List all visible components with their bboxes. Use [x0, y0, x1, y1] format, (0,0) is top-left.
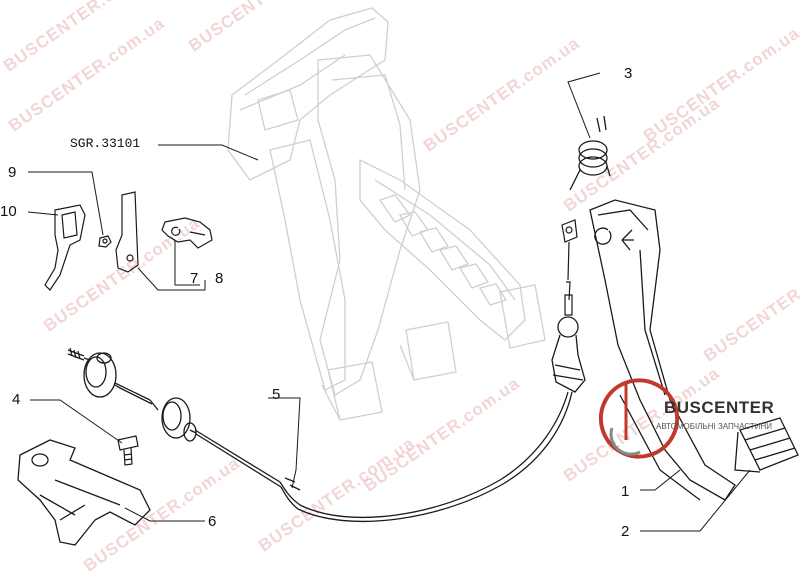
callout-3: 3 — [624, 65, 633, 82]
logo-wordmark: BUSCENTER — [664, 398, 775, 417]
retaining-clip — [44, 204, 86, 291]
callout-2: 2 — [621, 523, 630, 540]
switch-clip — [161, 217, 213, 249]
callout-5: 5 — [272, 386, 281, 403]
callout-7: 7 — [190, 270, 199, 287]
clutch-pedal — [589, 199, 799, 501]
callout-10: 10 — [0, 203, 17, 220]
callout-9: 9 — [8, 164, 17, 181]
pushrod — [561, 219, 578, 316]
bolt — [117, 435, 139, 466]
callout-6: 6 — [208, 513, 217, 530]
reference-label: SGR.33101 — [70, 136, 141, 151]
pedal-box-ghost — [227, 7, 546, 421]
callout-8: 8 — [215, 270, 224, 287]
callout-1: 1 — [621, 483, 630, 500]
buscenter-logo-mark — [598, 378, 680, 459]
cable-bracket — [17, 439, 151, 546]
mounting-plate — [115, 191, 139, 273]
nut — [98, 235, 112, 248]
return-spring — [569, 115, 611, 191]
callout-4: 4 — [12, 391, 21, 408]
logo-tagline: АВТОМОБІЛЬНІ ЗАПЧАСТИНИ — [656, 422, 772, 431]
clutch-cable — [67, 316, 586, 523]
leader-lines — [27, 72, 751, 532]
